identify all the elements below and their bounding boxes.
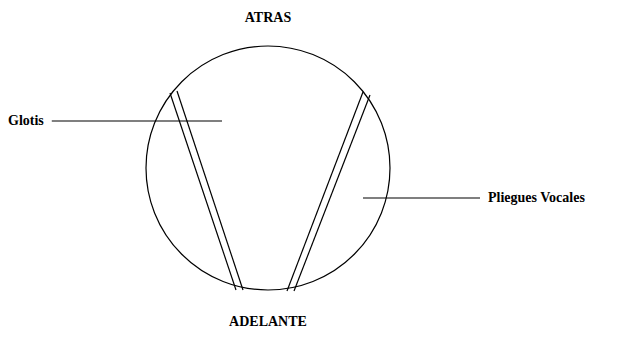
leader-line (363, 197, 480, 198)
part-label: Pliegues Vocales (488, 190, 585, 205)
larynx-outline (146, 46, 390, 290)
part-label: Glotis (8, 113, 44, 128)
leader-line (52, 120, 222, 121)
fold-edge (170, 93, 236, 290)
fold-edge (287, 92, 363, 291)
right-vocal-fold (287, 92, 370, 291)
orientation-label: ADELANTE (229, 314, 307, 329)
fold-edge (294, 95, 370, 291)
orientation-label: ATRAS (245, 10, 291, 25)
